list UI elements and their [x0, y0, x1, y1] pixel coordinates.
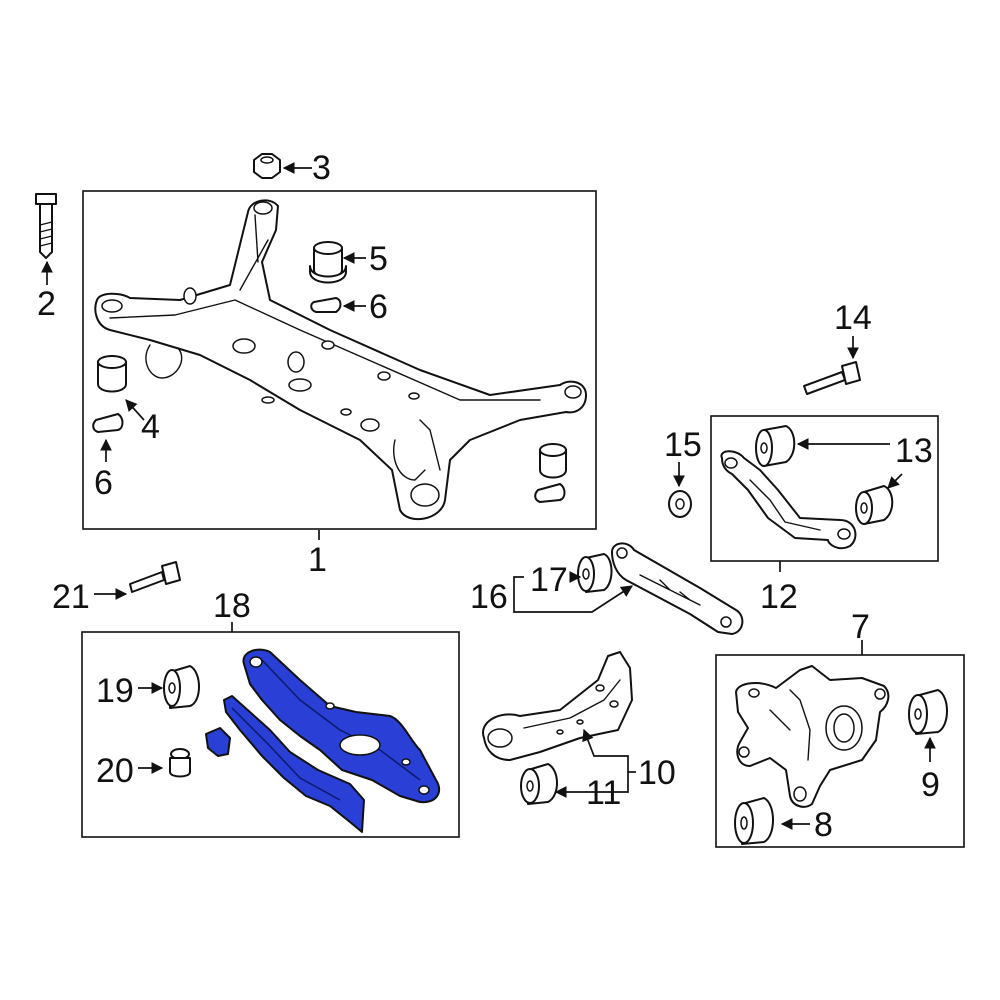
callout-11: 11 — [586, 774, 621, 812]
trailing-arm[interactable] — [482, 651, 633, 761]
leader-11 — [554, 772, 629, 798]
callout-9: 9 — [921, 766, 940, 804]
callout-3: 3 — [312, 149, 331, 187]
lower-arm-shield[interactable] — [223, 695, 365, 833]
bushing-17[interactable] — [577, 553, 613, 593]
callout-5: 5 — [369, 240, 388, 278]
lower-arm-group-frame — [81, 631, 460, 838]
callout-15: 15 — [664, 426, 702, 464]
knuckle[interactable] — [735, 665, 890, 808]
callout-16: 16 — [470, 578, 508, 616]
bolt-14[interactable] — [803, 361, 861, 395]
bushing-8[interactable] — [734, 797, 774, 845]
leader-4 — [125, 399, 145, 421]
callout-20: 20 — [96, 752, 134, 790]
callout-2: 2 — [37, 285, 56, 323]
callout-7: 7 — [851, 608, 870, 646]
lateral-link-16[interactable] — [611, 542, 744, 635]
callout-13: 13 — [895, 432, 933, 470]
bushing-19[interactable] — [163, 665, 200, 709]
bolt-21[interactable] — [129, 561, 181, 593]
bracket-clip[interactable] — [205, 727, 231, 757]
callout-18: 18 — [213, 587, 251, 625]
bolt-20[interactable] — [169, 748, 191, 778]
callout-6b: 6 — [94, 464, 113, 502]
bushing-4[interactable] — [97, 355, 127, 393]
callout-14: 14 — [834, 299, 872, 337]
bushing-13-lower[interactable] — [855, 485, 894, 525]
callout-17: 17 — [530, 561, 568, 599]
bushing-right[interactable] — [534, 443, 567, 503]
nut-3[interactable] — [253, 153, 281, 179]
bushing-13-upper[interactable] — [755, 425, 796, 467]
bolt-2[interactable] — [35, 193, 57, 259]
bushing-11[interactable] — [520, 763, 558, 805]
callout-4: 4 — [141, 408, 160, 446]
callout-1: 1 — [308, 541, 327, 579]
leader-13b — [887, 473, 903, 489]
bushing-9[interactable] — [908, 689, 948, 735]
bushing-5[interactable] — [309, 241, 347, 284]
callout-12: 12 — [760, 578, 798, 616]
lower-control-arm[interactable] — [242, 648, 441, 804]
callout-6a: 6 — [369, 288, 388, 326]
leader-16 — [513, 576, 633, 613]
washer-15[interactable] — [668, 490, 692, 518]
crossmember[interactable] — [94, 199, 587, 520]
callout-19: 19 — [96, 672, 134, 710]
callout-8: 8 — [814, 806, 833, 844]
leader-10 — [582, 728, 629, 772]
plate-6-upper[interactable] — [310, 297, 342, 313]
upper-control-arm[interactable] — [720, 450, 857, 550]
plate-6-lower[interactable] — [92, 413, 124, 433]
crossmember-group-frame — [82, 190, 597, 530]
callout-21: 21 — [52, 578, 90, 616]
upper-arm-group-frame — [710, 415, 939, 562]
callout-10: 10 — [638, 754, 676, 792]
knuckle-group-frame — [715, 654, 965, 848]
